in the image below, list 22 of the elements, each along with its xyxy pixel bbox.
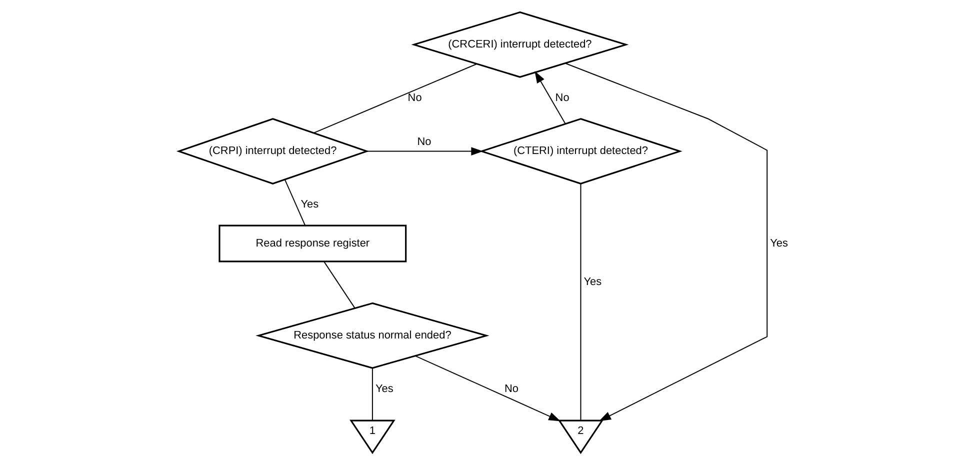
edge-label: No — [554, 92, 569, 104]
arrow — [534, 71, 566, 124]
edge-label: No — [504, 382, 518, 395]
edge-label: Yes — [300, 198, 318, 210]
node-diamond: (CRCERI) interrupt detected? — [410, 11, 628, 78]
edge-label: Yes — [583, 276, 602, 288]
edge-label: No — [407, 92, 422, 104]
edge-label: Yes — [770, 237, 788, 250]
connector — [322, 260, 355, 309]
connector — [371, 368, 372, 422]
arrow — [366, 147, 483, 156]
connector — [313, 64, 477, 134]
node-box: Read response register — [218, 224, 406, 262]
arrow — [414, 355, 560, 422]
edge-label: Yes — [374, 382, 393, 395]
connector — [580, 183, 581, 422]
node-diamond: (CRPI) interrupt detected? — [176, 118, 369, 185]
node-diamond: Response status normal ended? — [255, 302, 489, 369]
edge-label: No — [416, 136, 431, 148]
connector — [284, 179, 306, 226]
arrow — [564, 62, 768, 422]
node-diamond: (CTERI) interrupt detected? — [478, 118, 682, 184]
